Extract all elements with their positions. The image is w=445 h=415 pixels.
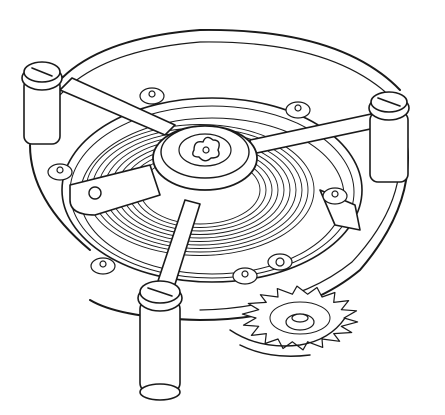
jewel-setting: [285, 101, 311, 119]
escape-wheel-hub: [269, 301, 331, 335]
pillar-screw-top-right: [368, 91, 410, 183]
jewel-setting: [232, 267, 258, 285]
pillar-screws: [21, 61, 410, 401]
jewel-setting: [139, 87, 165, 105]
jewel-settings: [47, 87, 348, 285]
jewel-setting: [90, 257, 116, 275]
lower-plate: [229, 317, 346, 357]
cage-bridge-arms: [59, 77, 395, 295]
jewel-setting: [322, 187, 348, 205]
pillar-screw-bottom-left: [137, 280, 183, 401]
pillar-screw-top-left: [21, 61, 63, 145]
escape-pinion: [285, 313, 315, 331]
center-cap: [152, 125, 258, 191]
jewel-setting: [267, 253, 293, 271]
jewel-setting: [47, 163, 73, 181]
